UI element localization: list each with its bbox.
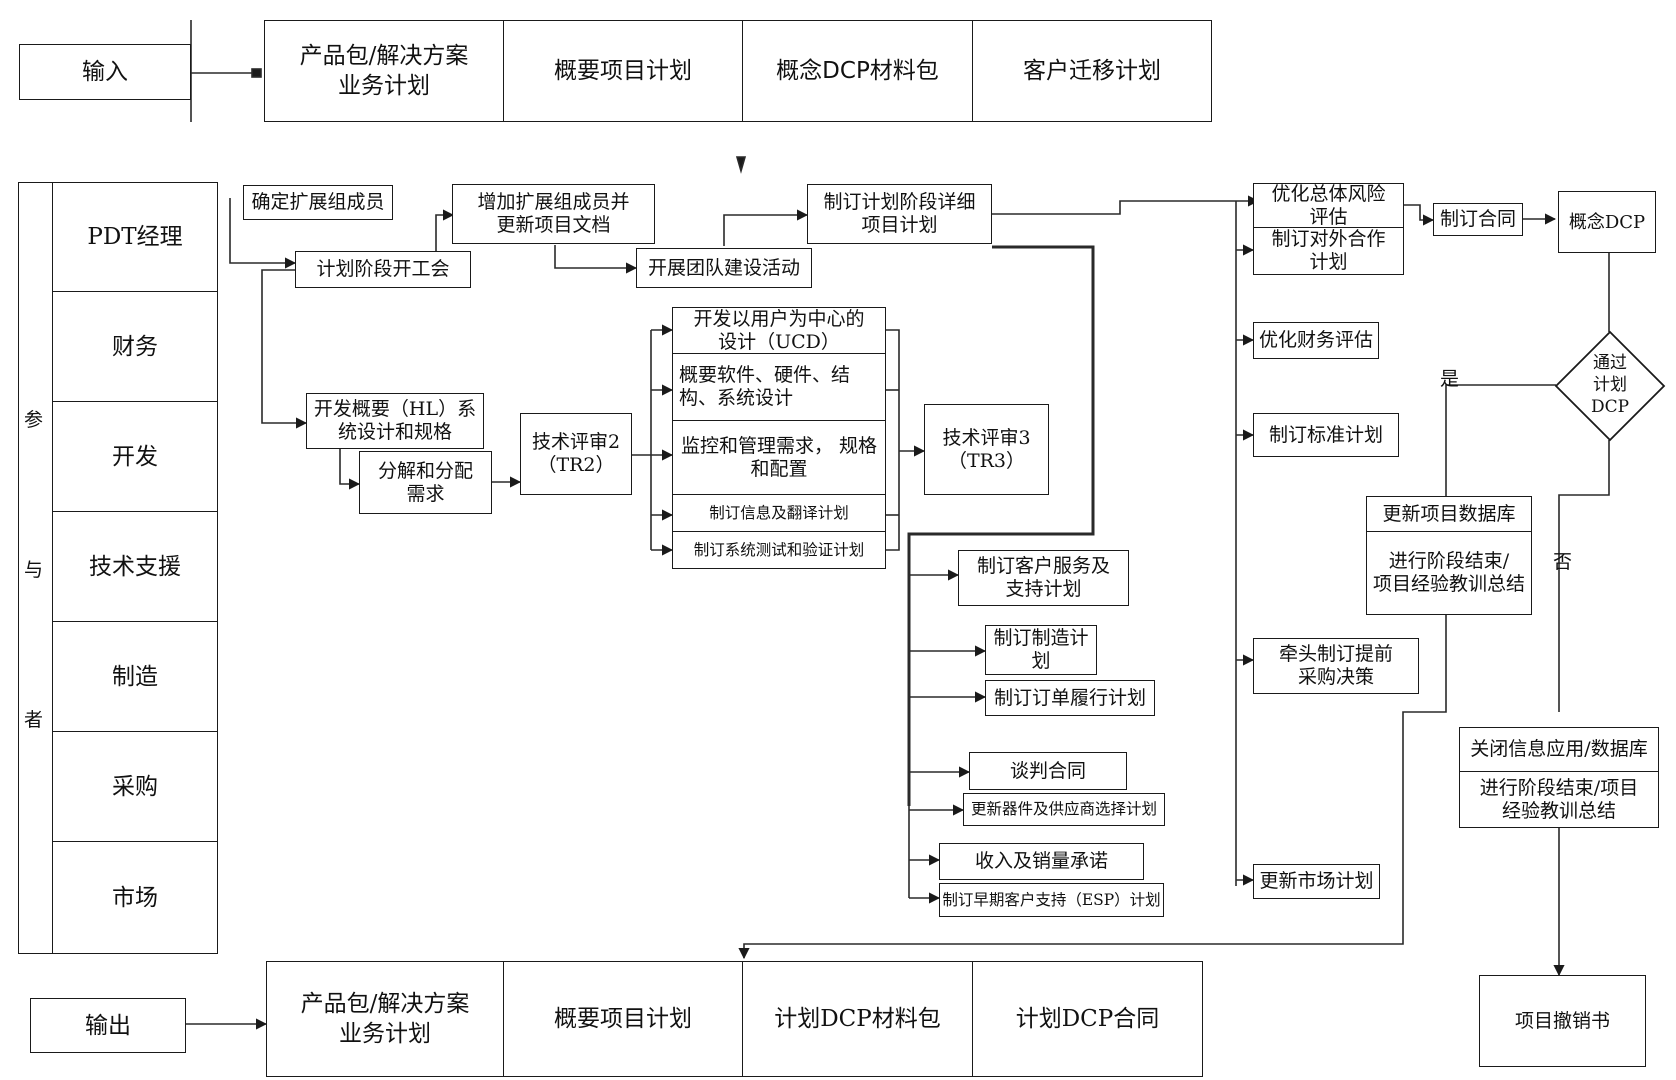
step-add-members: 增加扩展组成员并 更新项目文档 [452, 184, 655, 244]
step-revenue-commitment: 收入及销量承诺 [939, 843, 1144, 880]
step-lessons-learned-fail: 进行阶段结束/项目 经验教训总结 [1459, 771, 1659, 828]
role-finance: 财务 [52, 291, 218, 402]
input-item-concept-dcp-package: 概念DCP材料包 [742, 20, 973, 122]
output-label: 输出 [30, 998, 186, 1053]
step-update-database: 更新项目数据库 [1366, 496, 1532, 532]
participants-title-char-3: 者 [24, 709, 44, 731]
step-standard-plan: 制订标准计划 [1253, 413, 1399, 457]
role-pdt-manager: PDT经理 [52, 182, 218, 292]
step-tr3: 技术评审3 （TR3） [924, 404, 1049, 495]
decision-text: 通过 计划 DCP [1590, 353, 1630, 417]
step-order-fulfillment-plan: 制订订单履行计划 [985, 680, 1155, 716]
output-item-plan-dcp-package: 计划DCP材料包 [742, 961, 973, 1077]
role-market: 市场 [52, 841, 218, 954]
input-item-migration-plan: 客户迁移计划 [972, 20, 1212, 122]
step-concept-dcp: 概念DCP [1558, 191, 1656, 253]
step-confirm-team: 确定扩展组成员 [243, 185, 393, 220]
role-manufacturing: 制造 [52, 621, 218, 732]
step-team-building: 开展团队建设活动 [636, 248, 812, 288]
role-technical-support: 技术支援 [52, 511, 218, 622]
step-hl-design: 开发概要（HL）系 统设计和规格 [306, 393, 484, 449]
step-tr2: 技术评审2 （TR2） [520, 413, 632, 495]
step-risk-assessment: 优化总体风险 评估 [1253, 183, 1404, 228]
step-detail-project-plan: 制订计划阶段详细 项目计划 [807, 184, 992, 244]
step-update-market-plan: 更新市场计划 [1253, 864, 1380, 899]
step-info-translation-plan: 制订信息及翻译计划 [672, 494, 886, 532]
output-item-project-plan: 概要项目计划 [503, 961, 743, 1077]
step-decompose-requirements: 分解和分配 需求 [359, 451, 492, 514]
step-kickoff-meeting: 计划阶段开工会 [295, 251, 471, 288]
step-procurement-decision: 牵头制订提前 采购决策 [1253, 638, 1419, 694]
step-hw-sw-design: 概要软件、硬件、结 构、系统设计 [672, 353, 886, 421]
input-label: 输入 [19, 44, 191, 100]
input-item-project-plan: 概要项目计划 [503, 20, 743, 122]
step-customer-service-plan: 制订客户服务及 支持计划 [958, 550, 1129, 606]
role-procurement: 采购 [52, 731, 218, 842]
output-item-plan-dcp-contract: 计划DCP合同 [972, 961, 1203, 1077]
step-lessons-learned-pass: 进行阶段结束/ 项目经验教训总结 [1366, 531, 1532, 615]
decision-diamond [1554, 330, 1666, 442]
step-monitor-requirements: 监控和管理需求， 规格 和配置 [672, 420, 886, 495]
step-external-cooperation-plan: 制订对外合作 计划 [1253, 227, 1404, 275]
decision-yes-label: 是 [1440, 368, 1460, 390]
step-ucd: 开发以用户为中心的 设计（UCD） [672, 307, 886, 354]
step-esp-plan: 制订早期客户支持（ESP）计划 [939, 883, 1164, 917]
step-negotiate-contract: 谈判合同 [969, 752, 1127, 790]
step-manufacturing-plan: 制订制造计划 [985, 625, 1097, 675]
decision-no-label: 否 [1553, 551, 1573, 573]
output-item-business-plan: 产品包/解决方案 业务计划 [266, 961, 504, 1077]
step-supplier-selection-plan: 更新器件及供应商选择计划 [963, 793, 1165, 826]
step-project-cancellation: 项目撤销书 [1479, 975, 1646, 1067]
step-close-database: 关闭信息应用/数据库 [1459, 727, 1659, 772]
participants-title-char-1: 参 [24, 409, 44, 431]
role-development: 开发 [52, 401, 218, 512]
participants-title-char-2: 与 [24, 559, 44, 581]
step-financial-assessment: 优化财务评估 [1253, 322, 1379, 359]
input-item-business-plan: 产品包/解决方案 业务计划 [264, 20, 504, 122]
step-test-verification-plan: 制订系统测试和验证计划 [672, 531, 886, 569]
step-make-contract: 制订合同 [1433, 203, 1523, 236]
